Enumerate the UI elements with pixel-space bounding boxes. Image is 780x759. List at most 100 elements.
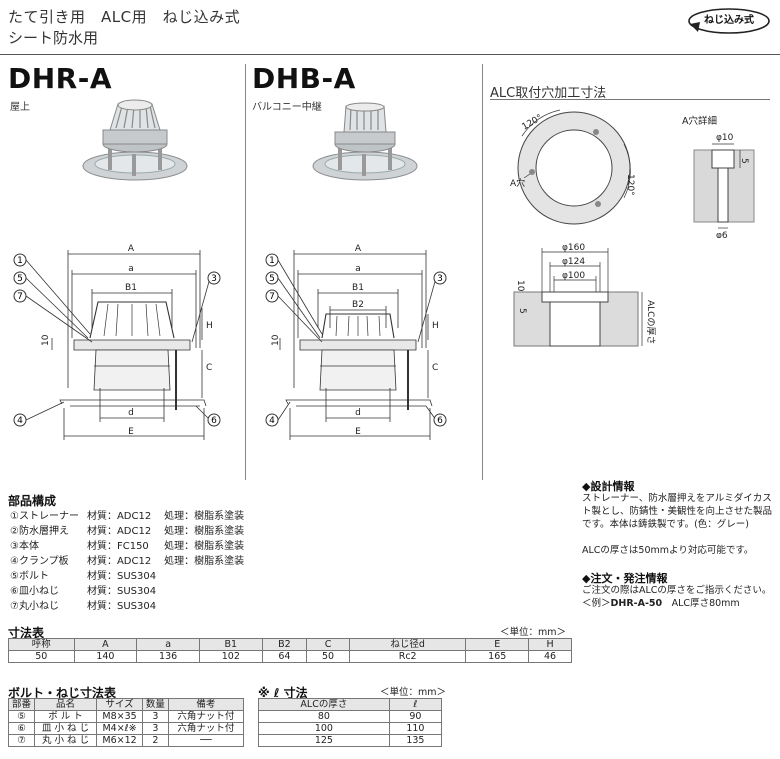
part-name: ③本体 bbox=[10, 541, 39, 552]
alc-hole-label: A穴 bbox=[510, 177, 525, 189]
bolts-cell: M6×12 bbox=[96, 734, 143, 747]
bolts-cell: ── bbox=[167, 734, 245, 747]
dims-cell: 50 bbox=[306, 650, 350, 663]
dim-d-label: d bbox=[128, 408, 134, 418]
column-divider-2 bbox=[482, 64, 483, 480]
callout-3: 3 bbox=[211, 274, 217, 284]
order-example: ＜例＞DHR-A-50 ALC厚さ80mm bbox=[582, 597, 774, 610]
ell-cell: 100 bbox=[258, 722, 390, 735]
callout-7-b: 7 bbox=[269, 292, 275, 302]
bolts-cell: ⑦ bbox=[8, 734, 35, 747]
part-name: ⑦丸小ねじ bbox=[10, 601, 59, 612]
model-dhr-a: DHR-A bbox=[8, 62, 113, 95]
column-divider-1 bbox=[245, 64, 246, 480]
dims-header-cell: 呼称 bbox=[8, 638, 75, 651]
bolts-header-cell: 部番 bbox=[8, 698, 35, 711]
alc-title-underline bbox=[490, 99, 770, 100]
alc-hole-detail-drawing: φ10 φ6 5 bbox=[693, 133, 755, 238]
alc-phi160: φ160 bbox=[562, 243, 585, 253]
callout-1: 1 bbox=[17, 256, 23, 266]
bolts-cell: 3 bbox=[141, 722, 169, 735]
part-treatment bbox=[164, 570, 250, 583]
dim-a-label: a bbox=[128, 264, 134, 274]
bolts-cell: ⑤ bbox=[8, 710, 35, 723]
dim-H-label-2: H bbox=[432, 321, 439, 331]
design-info-alc: ALCの厚さは50mmより対応可能です。 bbox=[582, 545, 754, 556]
part-name: ②防水層押え bbox=[10, 526, 69, 537]
part-name: ⑥皿小ねじ bbox=[10, 586, 59, 597]
bolts-header-cell: サイズ bbox=[96, 698, 143, 711]
alc-section-drawing: φ160 φ124 φ100 10 5 ALCの厚さ bbox=[513, 243, 656, 347]
dhr-a-section-drawing: A a B1 H C 10 d E 1 5 7 4 3 6 bbox=[13, 244, 221, 440]
parts-row: ⑦丸小ねじ材質：SUS304 bbox=[10, 600, 250, 613]
design-info-title: ◆設計情報 bbox=[582, 480, 635, 493]
alc-five-2: 5 bbox=[517, 308, 527, 314]
dim-d-label-2: d bbox=[355, 408, 361, 418]
callout-3-b: 3 bbox=[437, 274, 443, 284]
order-example-prefix: ＜例＞ bbox=[582, 598, 611, 609]
dims-header-cell: B2 bbox=[261, 638, 308, 651]
ell-header-cell: ℓ bbox=[388, 698, 443, 711]
design-info-text: ストレーナー、防水層押えをアルミダイカスト製とし、防錆性・美観性を向上させた製品… bbox=[582, 493, 773, 530]
ell-unit: ＜単位：mm＞ bbox=[380, 687, 447, 698]
alc-angle-2: 120° bbox=[625, 174, 635, 196]
alc-ten: 10 bbox=[515, 280, 525, 292]
callout-6-b: 6 bbox=[437, 416, 443, 426]
ell-cell: 110 bbox=[388, 722, 443, 735]
dim-A-label-2: A bbox=[355, 244, 362, 254]
dhb-a-section-drawing: A a B1 B2 H C 10 d E 1 5 7 4 3 6 bbox=[265, 244, 447, 440]
part-treatment bbox=[164, 600, 250, 613]
callout-6: 6 bbox=[211, 416, 217, 426]
bolts-cell: M4×ℓ※ bbox=[96, 722, 143, 735]
header-line1: たて引き用 ALC用 ねじ込み式 bbox=[8, 8, 241, 26]
ell-cell: 135 bbox=[388, 734, 443, 747]
ell-cell: 125 bbox=[258, 734, 390, 747]
parts-row: ⑤ボルト材質：SUS304 bbox=[10, 570, 250, 583]
dims-cell: 46 bbox=[528, 650, 572, 663]
alc-phi124: φ124 bbox=[562, 257, 585, 267]
bolts-cell: M8×35 bbox=[96, 710, 143, 723]
part-name: ①ストレーナー bbox=[10, 511, 79, 522]
dims-header-cell: ねじ径d bbox=[348, 638, 467, 651]
parts-row: ⑥皿小ねじ材質：SUS304 bbox=[10, 585, 250, 598]
dims-header-cell: B1 bbox=[198, 638, 263, 651]
callout-4-b: 4 bbox=[269, 416, 275, 426]
bolts-cell: ボ ル ト bbox=[33, 710, 98, 723]
parts-row: ④クランプ板 材質：ADC12 処理：樹脂系塗装 bbox=[10, 555, 250, 568]
order-info-text: ご注文の際はALCの厚さをご指示ください。 bbox=[582, 585, 772, 596]
part-material: 材質：ADC12 bbox=[86, 511, 152, 522]
part-material: 材質：ADC12 bbox=[86, 556, 152, 567]
callout-5: 5 bbox=[17, 274, 23, 284]
dims-unit: ＜単位：mm＞ bbox=[500, 627, 567, 638]
callout-7: 7 bbox=[17, 292, 23, 302]
header-line2: シート防水用 bbox=[8, 29, 99, 47]
order-info-title: ◆注文・発注情報 bbox=[582, 572, 668, 585]
dims-cell: 140 bbox=[73, 650, 138, 663]
part-name: ④クランプ板 bbox=[10, 556, 69, 567]
alc-five: 5 bbox=[739, 158, 749, 164]
part-material: 材質：SUS304 bbox=[86, 571, 157, 582]
alc-phi100: φ100 bbox=[562, 271, 585, 281]
dims-cell: 64 bbox=[261, 650, 308, 663]
dhb-a-photo bbox=[312, 102, 418, 181]
bolts-cell: 皿 小 ね じ bbox=[33, 722, 98, 735]
dim-B2-label: B2 bbox=[352, 300, 364, 310]
order-example-rest: ALC厚さ80mm bbox=[662, 598, 740, 609]
dims-header-cell: H bbox=[528, 638, 572, 651]
dims-cell: 165 bbox=[465, 650, 530, 663]
part-treatment: 処理：樹脂系塗装 bbox=[164, 556, 245, 567]
callout-4: 4 bbox=[17, 416, 23, 426]
bolts-cell: 2 bbox=[141, 734, 169, 747]
bolts-cell: 丸 小 ね じ bbox=[33, 734, 98, 747]
